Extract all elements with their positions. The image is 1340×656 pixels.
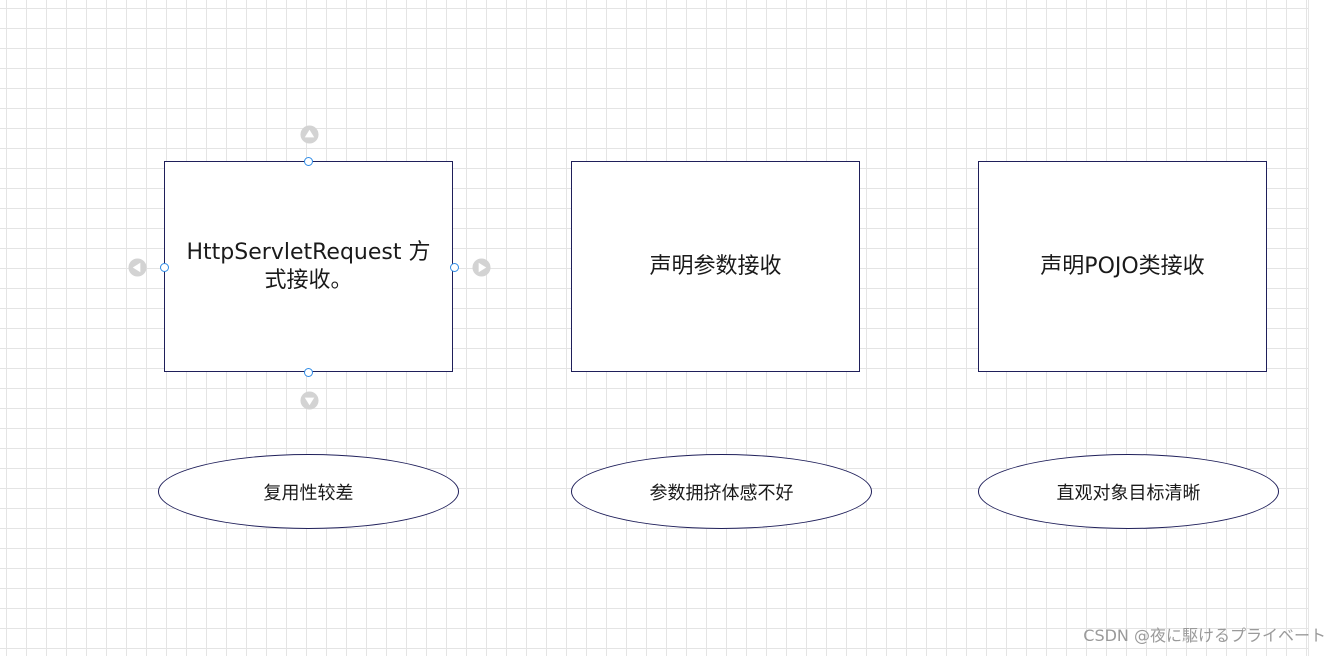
box-httpservletrequest[interactable]: HttpServletRequest 方式接收。 bbox=[164, 161, 453, 372]
ellipse-intuitive-object-label: 直观对象目标清晰 bbox=[1056, 482, 1201, 504]
arrow-down-icon[interactable] bbox=[300, 391, 319, 410]
watermark: CSDN @夜に駆けるプライベート bbox=[1083, 626, 1326, 645]
ellipse-reuse-poor-label: 复用性较差 bbox=[263, 482, 354, 504]
ellipse-intuitive-object[interactable]: 直观对象目标清晰 bbox=[978, 454, 1279, 529]
box-declare-params[interactable]: 声明参数接收 bbox=[571, 161, 860, 372]
box-declare-params-label: 声明参数接收 bbox=[649, 253, 782, 279]
anchor-bottom[interactable] bbox=[304, 368, 313, 377]
ellipse-params-crowded-label: 参数拥挤体感不好 bbox=[649, 482, 794, 504]
box-declare-pojo[interactable]: 声明POJO类接收 bbox=[978, 161, 1267, 372]
canvas-right-edge bbox=[1308, 0, 1340, 656]
ellipse-reuse-poor[interactable]: 复用性较差 bbox=[158, 454, 459, 529]
box-httpservletrequest-label: HttpServletRequest 方式接收。 bbox=[186, 239, 431, 293]
arrow-right-icon[interactable] bbox=[472, 258, 491, 277]
diagram-canvas[interactable]: HttpServletRequest 方式接收。 声明参数接收 声明POJO类接… bbox=[0, 0, 1308, 656]
box-declare-pojo-label: 声明POJO类接收 bbox=[1040, 253, 1205, 279]
ellipse-params-crowded[interactable]: 参数拥挤体感不好 bbox=[571, 454, 872, 529]
arrow-up-icon[interactable] bbox=[300, 125, 319, 144]
anchor-right[interactable] bbox=[450, 263, 459, 272]
anchor-left[interactable] bbox=[160, 263, 169, 272]
anchor-top[interactable] bbox=[304, 157, 313, 166]
arrow-left-icon[interactable] bbox=[128, 258, 147, 277]
